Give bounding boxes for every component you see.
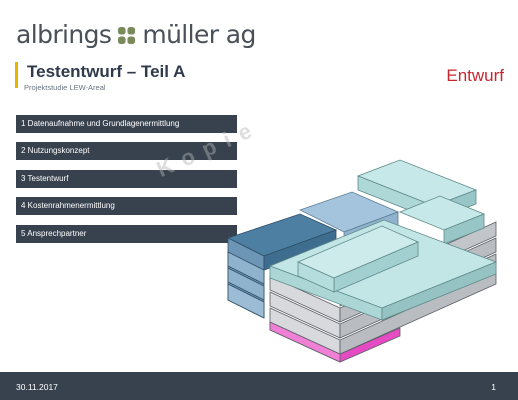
title-block: Testentwurf – Teil A — [15, 62, 185, 88]
company-logo: albrings müller ag — [16, 14, 256, 54]
agenda-item-ansprechpartner[interactable]: 5 Ansprechpartner — [16, 224, 237, 243]
agenda-item-kostenrahmen[interactable]: 4 Kostenrahmenermittlung — [16, 197, 237, 216]
logo-word-right: müller ag — [142, 19, 256, 49]
status-label: Entwurf — [446, 66, 504, 85]
isometric-building-model-icon — [226, 159, 498, 363]
four-leaf-grid-icon — [118, 26, 136, 44]
footer-date: 30.11.2017 — [16, 382, 58, 392]
agenda-item-nutzungskonzept[interactable]: 2 Nutzungskonzept — [16, 142, 237, 161]
footer-bar: 30.11.2017 1 — [0, 372, 518, 400]
slide-title: Testentwurf – Teil A — [27, 62, 186, 81]
agenda-item-datenaufnahme[interactable]: 1 Datenaufnahme und Grundlagenermittlung — [16, 115, 237, 133]
agenda-item-testentwurf[interactable]: 3 Testentwurf — [16, 169, 237, 188]
page-number: 1 — [491, 382, 496, 392]
slide-subtitle: Projektstudie LEW-Areal — [24, 83, 106, 92]
logo-word-left: albrings — [16, 19, 112, 49]
agenda-menu: 1 Datenaufnahme und Grundlagenermittlung… — [16, 115, 237, 252]
